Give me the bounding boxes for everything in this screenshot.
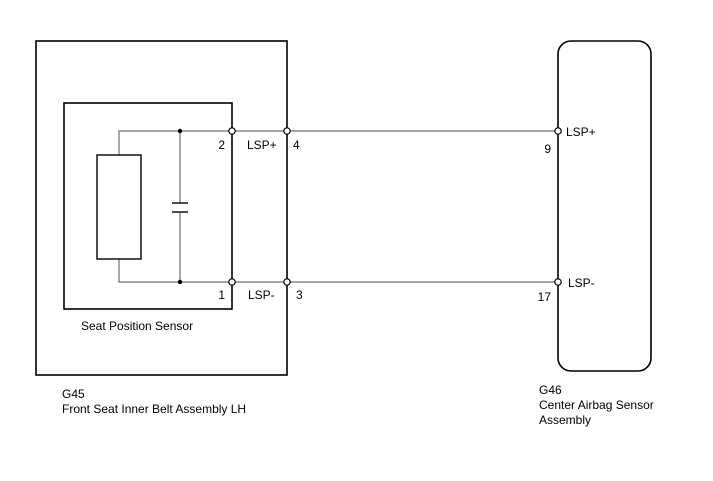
signal-label-g45-lsp-plus: LSP+ [247, 138, 277, 152]
signal-label-g46-lsp-plus: LSP+ [566, 125, 596, 139]
pin-number-g45-lsp-minus: 3 [296, 288, 303, 302]
seat-position-sensor-box [63, 102, 233, 310]
pin-number-sensor-lsp-minus: 1 [218, 288, 225, 302]
g45-name-label: Front Seat Inner Belt Assembly LH [62, 402, 246, 416]
pin-sensor-2 [228, 127, 236, 135]
resistor-symbol [96, 154, 142, 260]
g46-code-label: G46 [539, 383, 562, 397]
capacitor-symbol [172, 202, 188, 213]
seat-position-sensor-label: Seat Position Sensor [81, 319, 193, 333]
g46-assembly-box [557, 40, 652, 372]
g46-name-label-line2: Assembly [539, 413, 591, 427]
pin-g46-9 [554, 127, 562, 135]
pin-number-g45-lsp-plus: 4 [293, 138, 300, 152]
pin-g46-17 [554, 278, 562, 286]
g46-name-label-line1: Center Airbag Sensor [539, 398, 654, 412]
pin-g45-4 [283, 127, 291, 135]
sensor-internal-wire-bottom [118, 259, 229, 283]
junction-dot-top [177, 128, 183, 134]
pin-number-sensor-lsp-plus: 2 [218, 138, 225, 152]
g45-code-label: G45 [62, 387, 85, 401]
signal-label-g46-lsp-minus: LSP- [568, 276, 595, 290]
pin-g45-3 [283, 278, 291, 286]
junction-dot-bottom [177, 279, 183, 285]
signal-label-g45-lsp-minus: LSP- [248, 288, 275, 302]
pin-sensor-1 [228, 278, 236, 286]
sensor-internal-wire-top [118, 130, 229, 155]
pin-number-g46-lsp-minus: 17 [538, 290, 552, 304]
pin-number-g46-lsp-plus: 9 [544, 142, 551, 156]
